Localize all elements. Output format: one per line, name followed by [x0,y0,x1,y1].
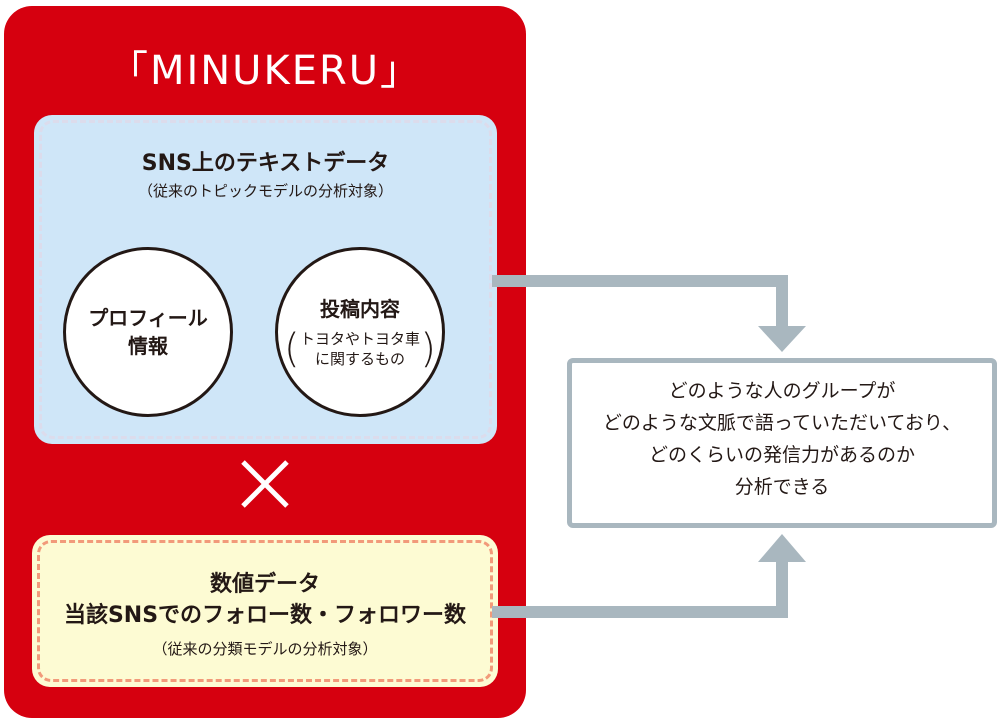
profile-circle-line2: 情報 [128,334,168,358]
bottom-arrowhead-icon [758,534,806,562]
profile-circle: プロフィール 情報 [63,247,233,417]
sns-box-dashed-border [39,120,492,439]
right-paren: ) [420,326,436,372]
numeric-box-subtitle: （従来の分類モデルの分析対象） [152,640,378,658]
diagram-title: 「MINUKERU」 [107,48,423,94]
sns-box-subtitle: （従来のトピックモデルの分析対象） [137,182,393,200]
analysis-result-box [567,358,997,528]
result-line-4: 分析できる [734,476,830,498]
profile-circle-line1: プロフィール [88,306,208,330]
post-content-note: ( トヨタやトヨタ車 に関するもの ) [284,329,436,369]
post-content-note-line1: トヨタやトヨタ車 [299,330,420,348]
analysis-result-text: どのような人のグループが どのような文脈で語っていただいており、 どのくらいの発… [567,375,997,503]
left-paren: ( [283,326,300,372]
post-content-circle: 投稿内容 ( トヨタやトヨタ車 に関するもの ) [275,247,445,417]
sns-box-title: SNS上のテキストデータ [141,151,390,176]
multiply-icon [241,460,289,508]
numeric-box-detail: 当該SNSでのフォロー数・フォロワー数 [63,603,467,628]
post-content-title: 投稿内容 [320,297,400,321]
numeric-data-box [32,535,498,687]
numeric-box-dashed-border [37,540,493,682]
numeric-box-title: 数値データ [209,572,320,597]
result-line-1: どのような人のグループが [668,380,896,402]
result-line-2: どのような文脈で語っていただいており、 [602,412,962,434]
top-connector-line [492,275,788,328]
bottom-connector-line [492,560,788,618]
result-line-3: どのくらいの発信力があるのか [648,444,915,466]
post-content-note-line2: に関するもの [314,350,405,368]
top-arrowhead-icon [758,326,806,352]
